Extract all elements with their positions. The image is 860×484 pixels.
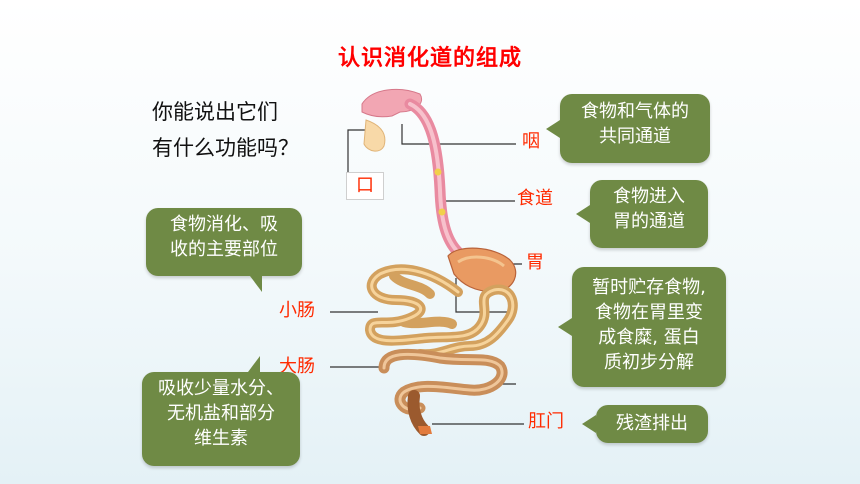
bubble-large-intestine-line-3: 维生素 xyxy=(194,428,248,449)
rectum-shape xyxy=(407,390,430,436)
bubble-pharynx-line-1: 食物和气体的 xyxy=(581,101,689,122)
bubble-anus: 残渣排出 xyxy=(582,405,708,443)
bubble-stomach-line-4: 质初步分解 xyxy=(604,352,694,373)
bubble-esophagus-line-2: 胃的通道 xyxy=(613,211,685,232)
bubble-large-intestine: 吸收少量水分、 无机盐和部分 维生素 xyxy=(142,356,300,466)
label-mouth: 口 xyxy=(346,172,384,200)
bubble-stomach-line-1: 暂时贮存食物, xyxy=(592,277,706,298)
large-intestine-shape xyxy=(378,348,508,415)
bubble-anus-line-1: 残渣排出 xyxy=(616,413,688,434)
stomach-shape xyxy=(447,247,517,293)
question-line-1: 你能说出它们 xyxy=(152,100,278,124)
bubble-esophagus: 食物进入 胃的通道 xyxy=(576,180,708,248)
bubble-small-intestine-line-2: 收的主要部位 xyxy=(170,239,278,260)
bubble-pharynx: 食物和气体的 共同通道 xyxy=(546,94,710,163)
label-anus: 肛门 xyxy=(528,411,564,432)
bubble-stomach-line-3: 成食糜, 蛋白 xyxy=(598,327,700,348)
label-pharynx: 咽 xyxy=(522,131,540,152)
label-large-intestine: 大肠 xyxy=(279,356,315,377)
label-esophagus: 食道 xyxy=(517,188,553,209)
bubble-small-intestine-line-1: 食物消化、吸 xyxy=(170,214,278,235)
mouth-leader-line xyxy=(347,129,372,172)
bubble-esophagus-line-1: 食物进入 xyxy=(613,186,685,207)
question-text: 你能说出它们 有什么功能吗？ xyxy=(152,94,299,166)
bubble-pharynx-line-2: 共同通道 xyxy=(599,126,671,147)
page-title: 认识消化道的组成 xyxy=(337,46,522,71)
lip-shape xyxy=(363,119,386,152)
label-small-intestine: 小肠 xyxy=(279,300,315,321)
bubble-stomach-line-2: 食物在胃里变 xyxy=(595,302,703,323)
label-stomach: 胃 xyxy=(526,252,544,273)
esophagus-shape xyxy=(404,98,464,258)
question-line-2: 有什么功能吗？ xyxy=(152,136,299,160)
bubble-large-intestine-line-1: 吸收少量水分、 xyxy=(158,378,284,399)
bubble-small-intestine: 食物消化、吸 收的主要部位 xyxy=(146,208,302,292)
pharynx-leader-line xyxy=(401,124,516,145)
anus-shape xyxy=(418,426,432,434)
bubble-stomach: 暂时贮存食物, 食物在胃里变 成食糜, 蛋白 质初步分解 xyxy=(558,267,726,387)
bubble-large-intestine-line-2: 无机盐和部分 xyxy=(167,403,275,424)
